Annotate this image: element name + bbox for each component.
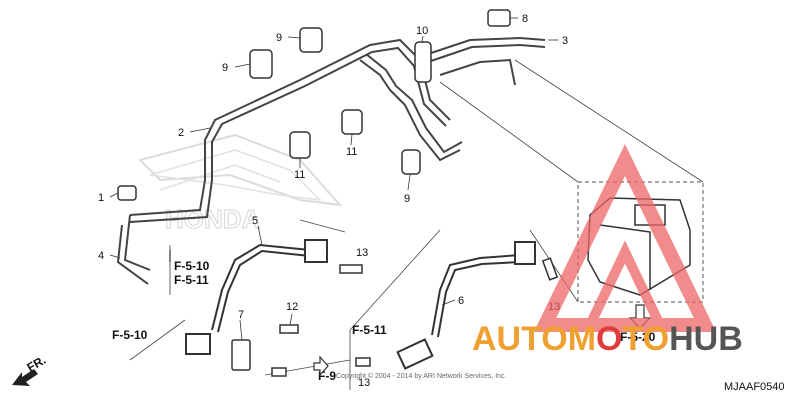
callout-leaders bbox=[109, 17, 558, 341]
diagram-part-code: MJAAF0540 bbox=[724, 381, 785, 393]
clip-9-top bbox=[299, 27, 323, 53]
watermark-text: AUTOMOTOHUB bbox=[472, 320, 743, 358]
brake-pipe-4 bbox=[116, 214, 151, 285]
callout-8: 8 bbox=[522, 13, 528, 25]
arrow-right-icon bbox=[313, 355, 329, 377]
watermark-part-4: HUB bbox=[669, 320, 743, 358]
fr-label: FR. bbox=[25, 353, 49, 375]
watermark-part-3: TO bbox=[622, 320, 669, 358]
callout-10: 10 bbox=[416, 25, 428, 37]
clip-11-left bbox=[289, 131, 311, 159]
callout-11-right: 11 bbox=[346, 146, 357, 158]
watermark-logo bbox=[533, 143, 717, 332]
copyright-notice: Copyright © 2004 - 2014 by ARI Network S… bbox=[336, 372, 507, 380]
brake-hose-5 bbox=[185, 239, 328, 355]
bolt-13-bottom bbox=[355, 357, 371, 367]
honda-wing-logo: HONDA bbox=[138, 133, 343, 235]
callout-1: 1 bbox=[98, 192, 104, 204]
bolt-13-left bbox=[339, 264, 363, 274]
callout-7: 7 bbox=[238, 309, 244, 321]
callout-9-lower: 9 bbox=[404, 193, 410, 205]
callout-9-left: 9 bbox=[222, 62, 228, 74]
watermark-part-2: O bbox=[596, 320, 622, 358]
callout-11-left: 11 bbox=[294, 169, 305, 181]
clip-9-left bbox=[249, 49, 273, 79]
callout-4: 4 bbox=[98, 250, 104, 262]
callout-13-bottom: 13 bbox=[358, 377, 370, 389]
bolt-12 bbox=[279, 324, 299, 334]
callout-3: 3 bbox=[562, 35, 568, 47]
callout-6: 6 bbox=[458, 295, 464, 307]
callout-5: 5 bbox=[252, 215, 258, 227]
clip-11-right bbox=[341, 109, 363, 135]
bracket-7 bbox=[231, 339, 251, 371]
grommet-10 bbox=[414, 41, 432, 83]
clamp-parts bbox=[117, 9, 511, 371]
clamp-1 bbox=[117, 185, 137, 201]
bolt-lower bbox=[271, 367, 287, 377]
bolts bbox=[271, 257, 559, 377]
projection-lines bbox=[129, 59, 704, 390]
ref-f-5-10-upper: F-5-10 bbox=[174, 259, 210, 273]
callout-12: 12 bbox=[286, 301, 298, 313]
callout-9-top: 9 bbox=[276, 32, 282, 44]
ref-f-5-10-lower: F-5-10 bbox=[112, 328, 148, 342]
ref-f-5-11-upper: F-5-11 bbox=[174, 273, 209, 287]
ref-f-5-20: F-5-20 bbox=[620, 330, 656, 344]
arrow-front-icon bbox=[12, 369, 38, 386]
bolt-13-right bbox=[541, 257, 559, 281]
ref-f-5-11-lower: F-5-11 bbox=[352, 323, 387, 337]
front-direction-arrow: FR. bbox=[12, 353, 48, 386]
clamp-8 bbox=[487, 9, 511, 27]
brake-hose-6 bbox=[396, 241, 536, 370]
brake-pipe-3 bbox=[424, 36, 546, 86]
watermark-part-1: AUTOM bbox=[472, 320, 596, 358]
callout-13-left: 13 bbox=[356, 247, 368, 259]
callout-2: 2 bbox=[178, 127, 184, 139]
clip-9-lower bbox=[401, 149, 421, 175]
